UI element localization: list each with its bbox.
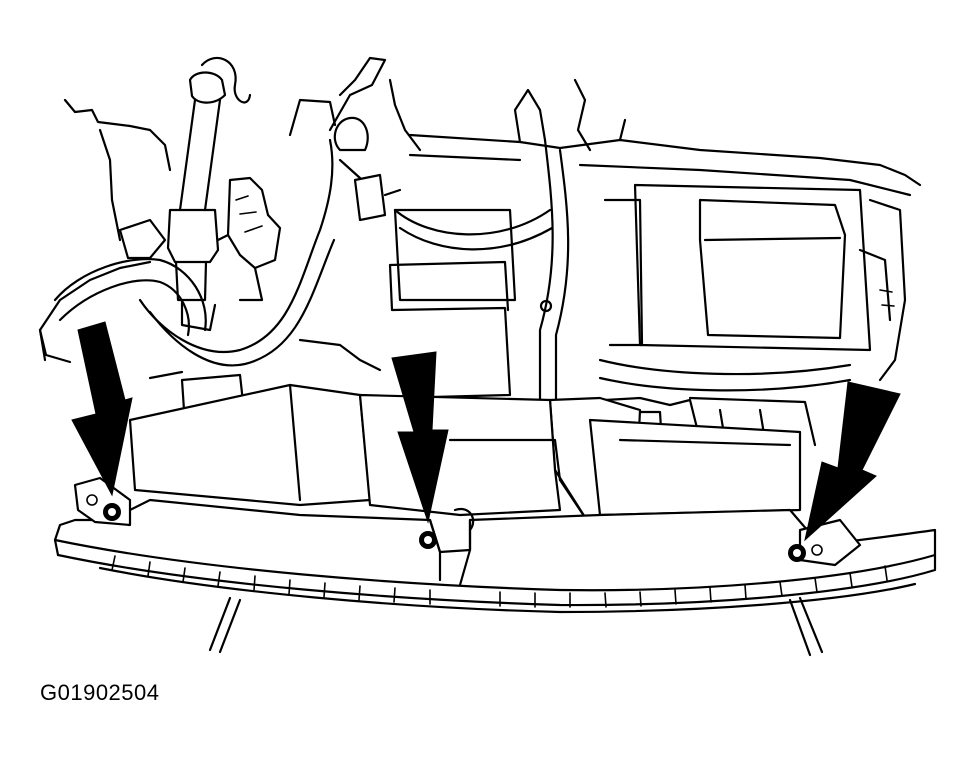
fastener-bolt-right bbox=[788, 544, 823, 562]
lower-trim-panel bbox=[53, 476, 937, 657]
arrow-left bbox=[71, 321, 133, 497]
arrow-center bbox=[391, 351, 449, 524]
fastener-bolt-center bbox=[419, 531, 437, 549]
fastener-bolt-left bbox=[86, 494, 121, 521]
arrow-right bbox=[804, 381, 901, 542]
duct-assembly bbox=[128, 383, 802, 527]
background-structure bbox=[38, 56, 922, 447]
figure-id-label: G01902504 bbox=[40, 680, 160, 705]
